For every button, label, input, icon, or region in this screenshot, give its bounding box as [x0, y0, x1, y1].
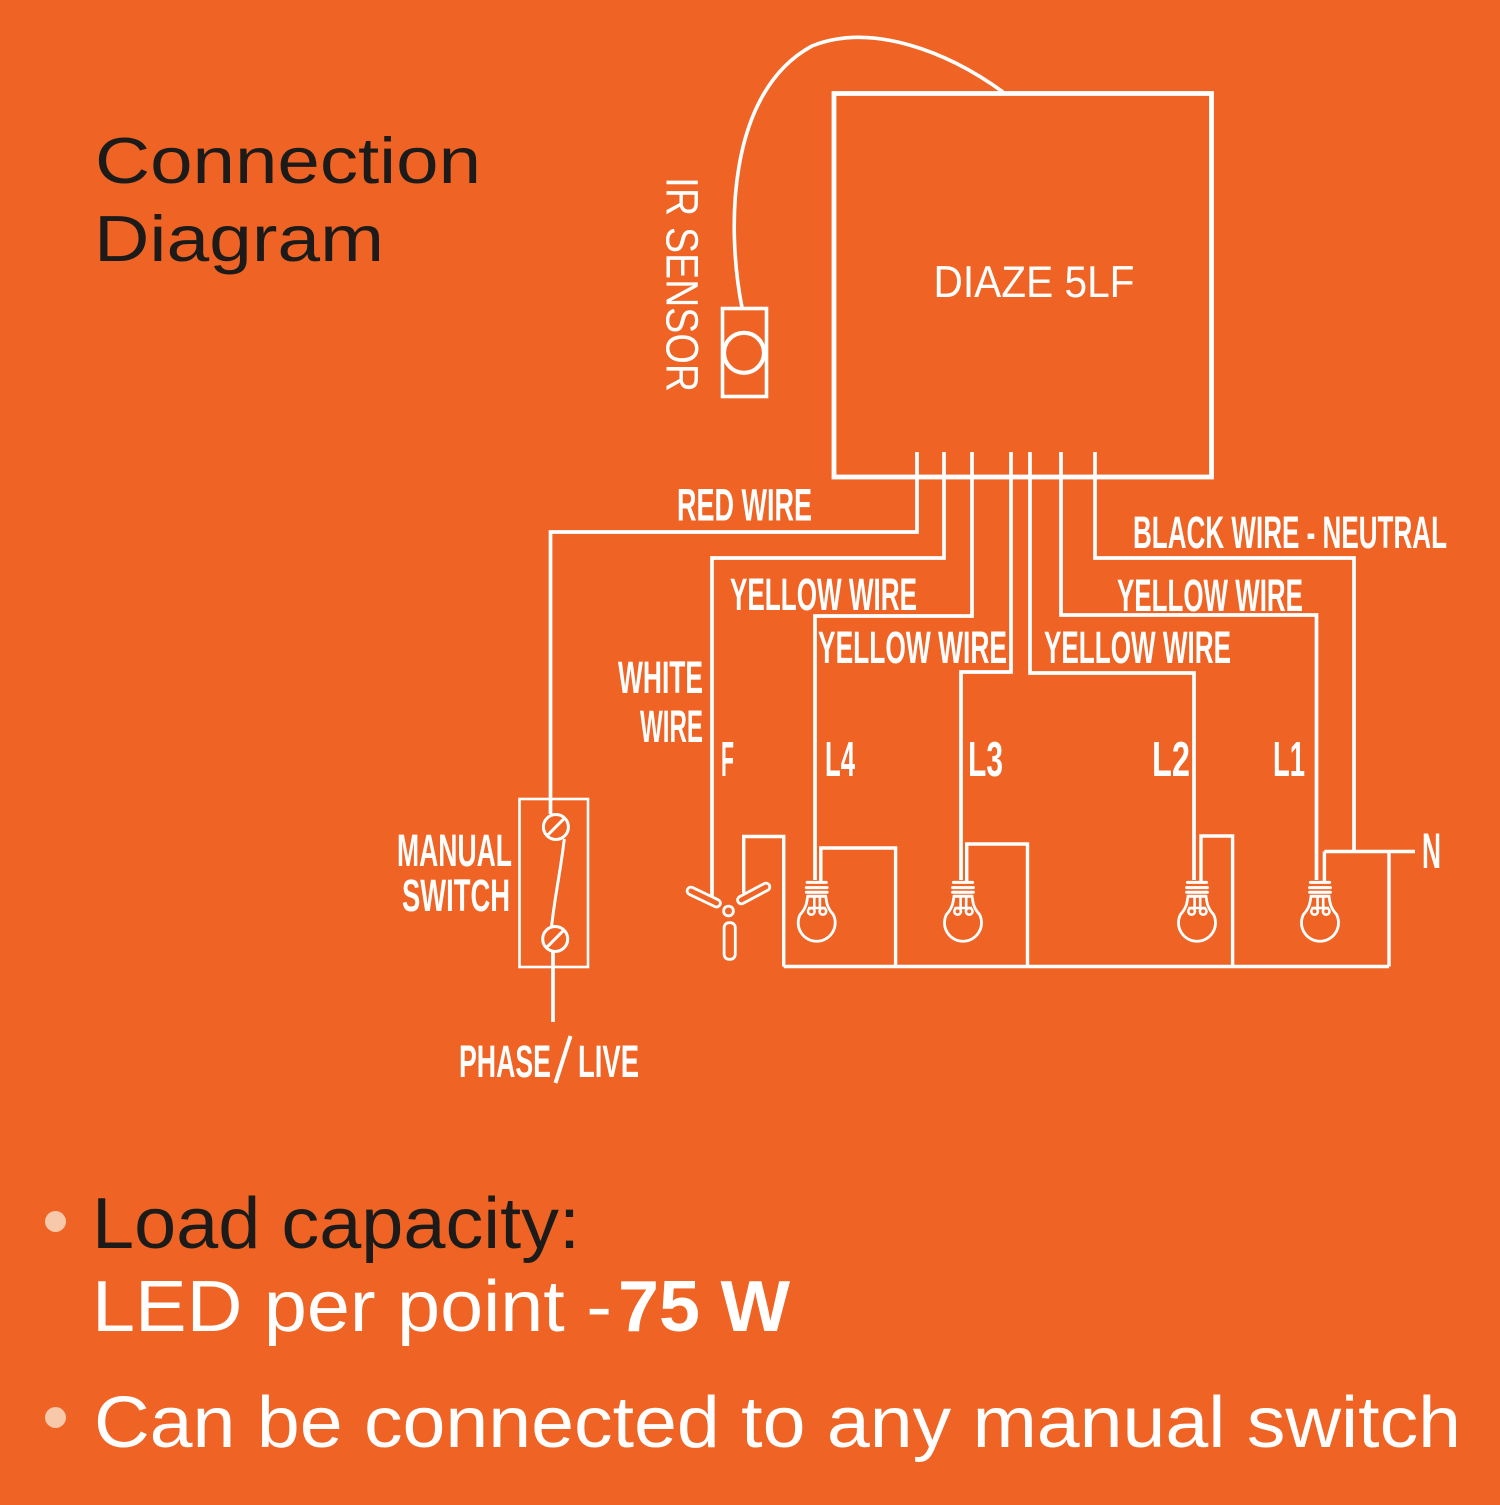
- svg-text:DIAZE 5LF: DIAZE 5LF: [934, 258, 1135, 307]
- svg-text:L1: L1: [1273, 733, 1305, 787]
- svg-text:N: N: [1422, 823, 1441, 879]
- svg-text:YELLOW WIRE: YELLOW WIRE: [818, 622, 1007, 673]
- svg-text:PHASE: PHASE: [459, 1036, 551, 1087]
- svg-text:YELLOW WIRE: YELLOW WIRE: [1117, 570, 1303, 621]
- svg-text:LED per point -: LED per point -: [92, 1267, 612, 1347]
- svg-text:BLACK WIRE - NEUTRAL: BLACK WIRE - NEUTRAL: [1133, 507, 1447, 558]
- svg-text:LIVE: LIVE: [578, 1036, 639, 1087]
- svg-text:L4: L4: [825, 733, 855, 787]
- svg-text:L3: L3: [968, 733, 1003, 787]
- svg-text:WIRE: WIRE: [640, 701, 703, 752]
- svg-text:75 W: 75 W: [618, 1267, 790, 1347]
- svg-text:WHITE: WHITE: [618, 652, 703, 703]
- svg-text:Connection: Connection: [95, 124, 481, 197]
- svg-text:YELLOW WIRE: YELLOW WIRE: [730, 569, 917, 620]
- svg-text:MANUAL: MANUAL: [397, 825, 512, 876]
- svg-text:IR SENSOR: IR SENSOR: [657, 177, 708, 392]
- svg-text:YELLOW WIRE: YELLOW WIRE: [1044, 622, 1231, 673]
- svg-text:Load capacity:: Load capacity:: [92, 1184, 580, 1264]
- svg-text:F: F: [721, 733, 734, 787]
- svg-text:SWITCH: SWITCH: [402, 870, 510, 921]
- svg-text:Can be connected to any manual: Can be connected to any manual switch: [94, 1383, 1461, 1463]
- svg-text:Diagram: Diagram: [94, 202, 384, 275]
- svg-text:L2: L2: [1152, 733, 1190, 787]
- svg-text:RED WIRE: RED WIRE: [677, 480, 812, 531]
